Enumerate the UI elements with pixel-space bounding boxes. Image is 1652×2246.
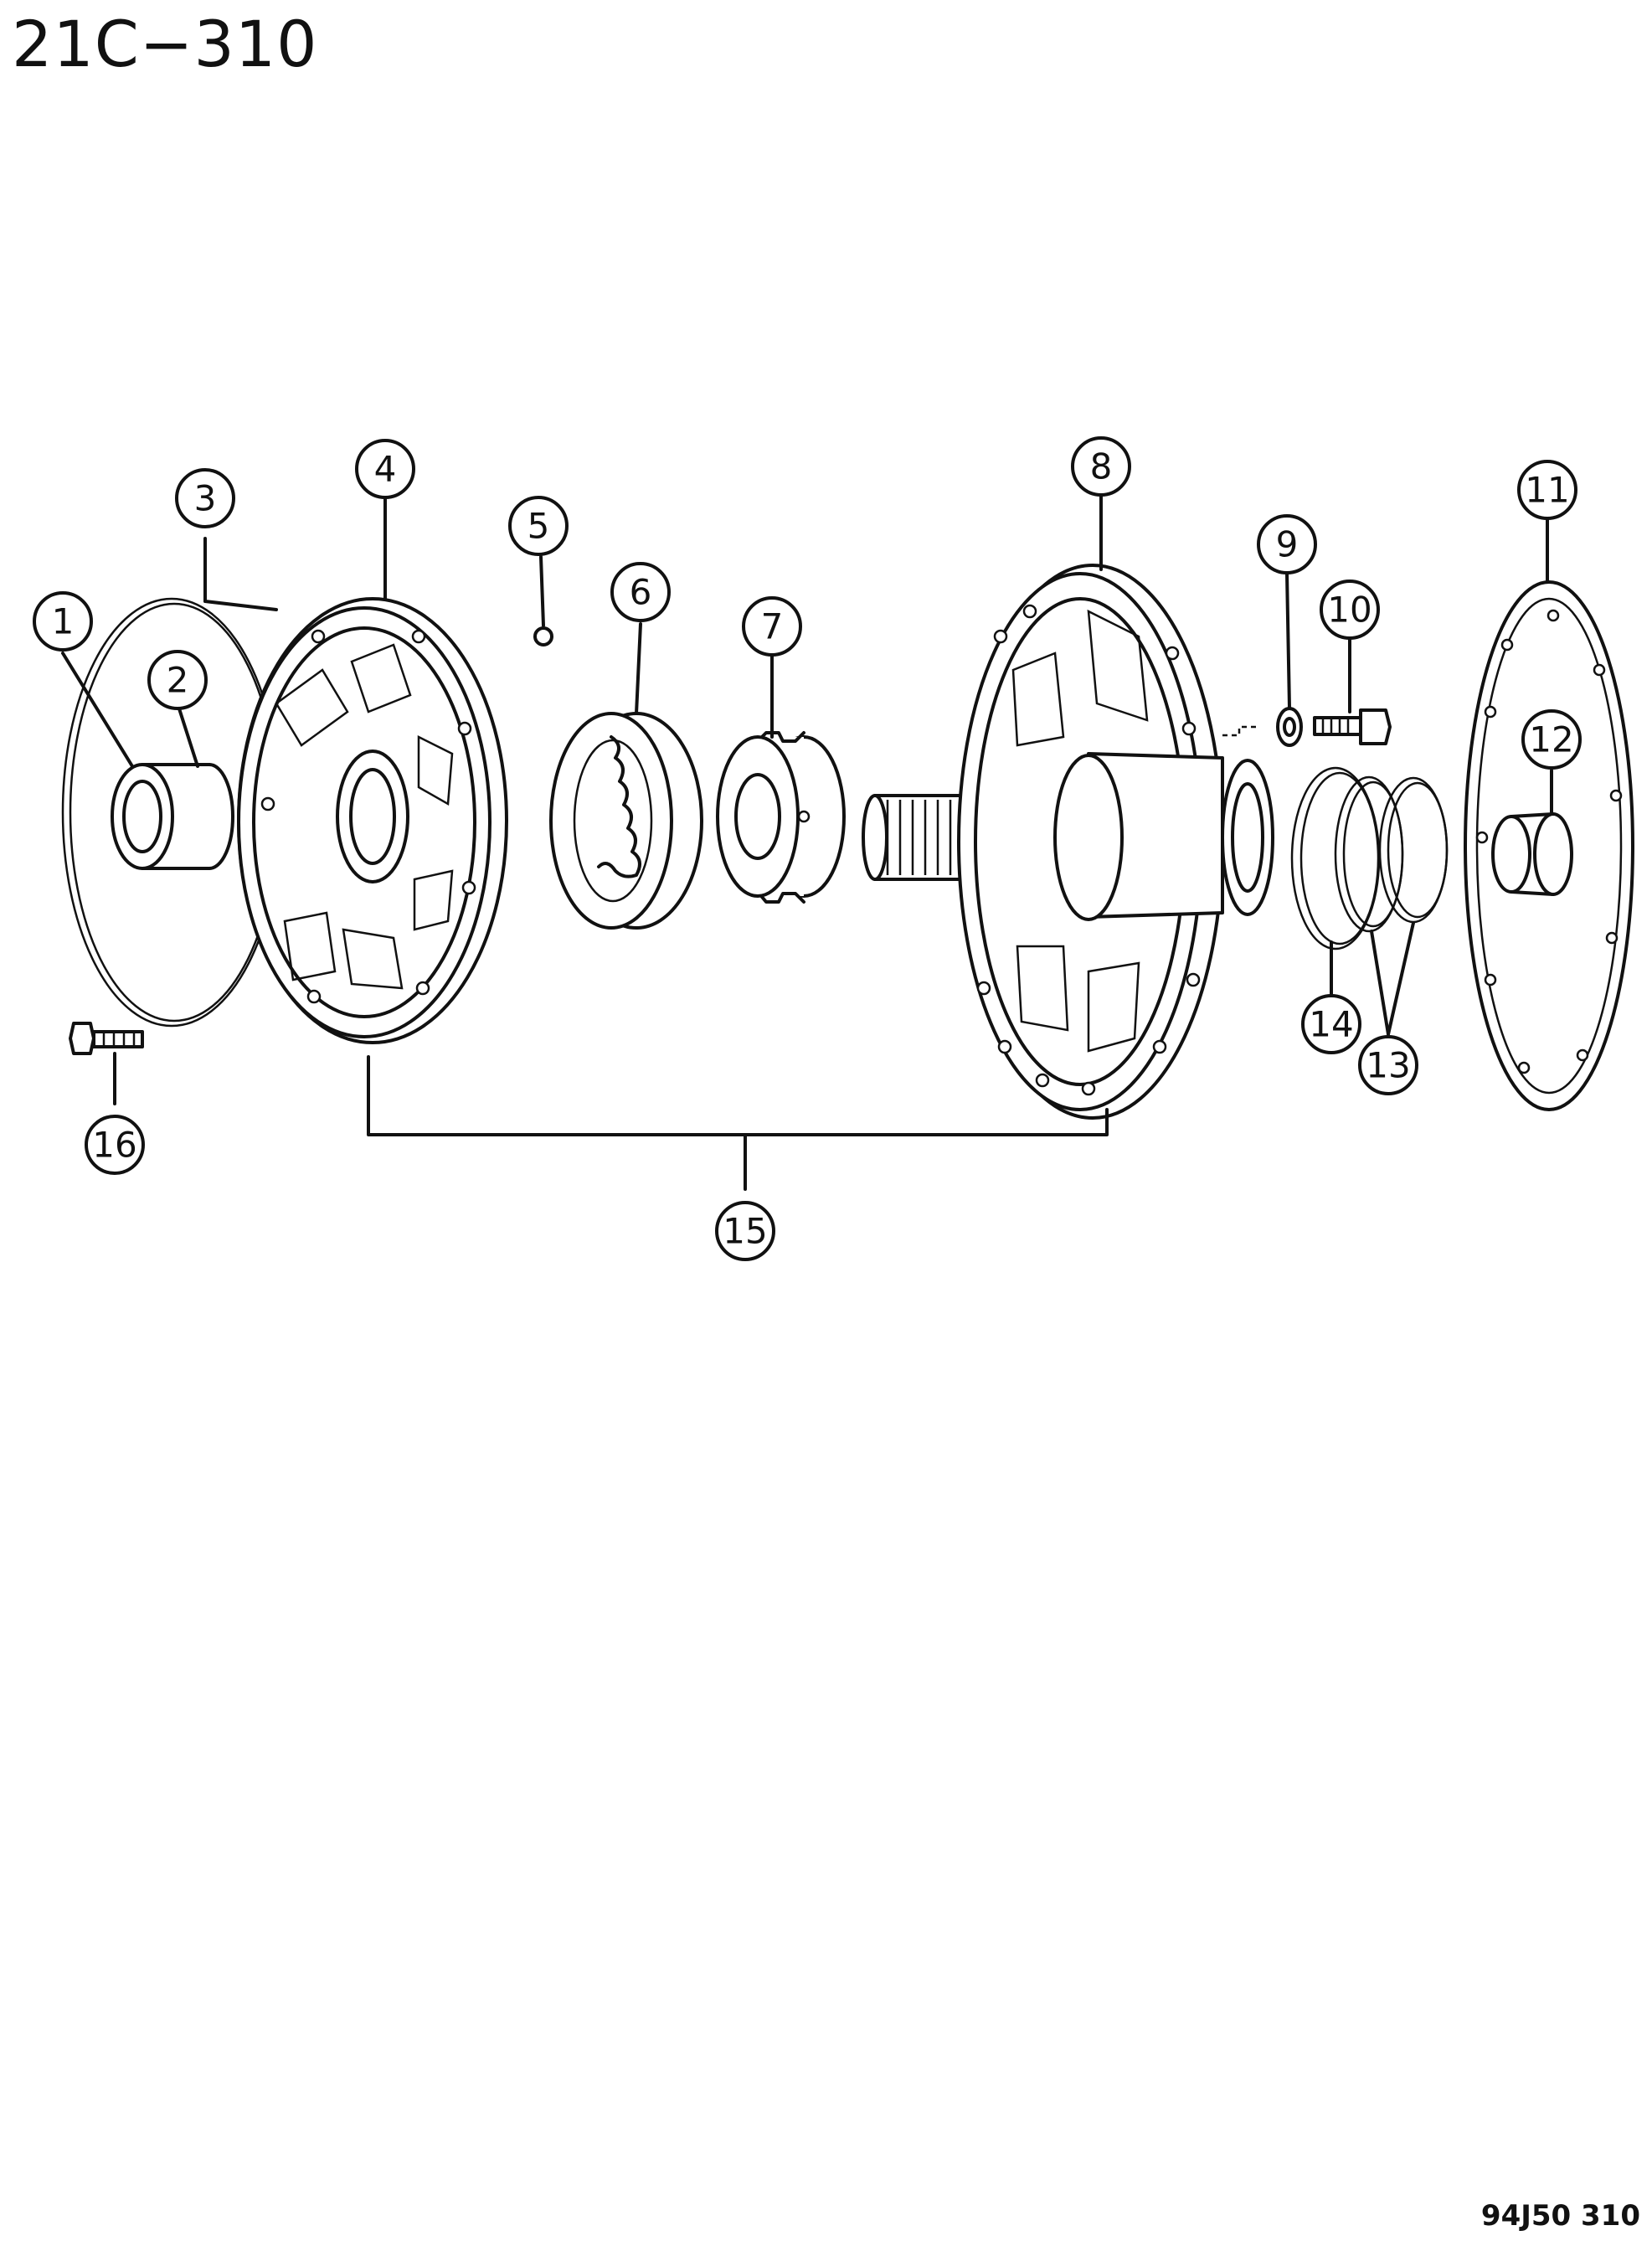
svg-text:11: 11: [1525, 470, 1569, 511]
callout-16: 16: [85, 1115, 145, 1175]
part-4-pump-housing: [237, 597, 508, 1044]
callout-14: 14: [1301, 994, 1361, 1054]
svg-text:12: 12: [1529, 719, 1573, 760]
callout-10: 10: [1320, 580, 1380, 640]
part-9-washer: [1222, 707, 1303, 747]
part-1-2-seal-bushing: [111, 763, 234, 870]
callout-9: 9: [1257, 514, 1317, 574]
callout-11: 11: [1517, 460, 1577, 520]
svg-text:15: 15: [723, 1211, 767, 1252]
svg-text:5: 5: [528, 506, 550, 547]
callout-8: 8: [1071, 436, 1131, 497]
callout-6: 6: [610, 562, 671, 622]
svg-text:1: 1: [52, 601, 75, 642]
leader-lines: [61, 488, 1553, 1191]
svg-text:16: 16: [92, 1125, 136, 1166]
callouts: 1 2 3 4 5 6 7 8: [33, 436, 1582, 1261]
diagram-id: 21C−310: [12, 7, 318, 81]
part-13-seal-rings: [1334, 775, 1449, 933]
callout-3: 3: [175, 468, 235, 528]
svg-text:7: 7: [761, 606, 784, 647]
svg-text:6: 6: [630, 572, 652, 613]
svg-text:8: 8: [1090, 446, 1113, 487]
svg-text:14: 14: [1309, 1004, 1353, 1045]
part-5-check-ball: [533, 626, 553, 646]
callout-1: 1: [33, 591, 93, 652]
callout-7: 7: [742, 596, 802, 657]
callout-12: 12: [1521, 709, 1582, 770]
svg-text:4: 4: [374, 449, 397, 490]
svg-text:2: 2: [167, 660, 189, 701]
part-16-bolt: [69, 1022, 144, 1055]
svg-text:13: 13: [1366, 1045, 1410, 1086]
callout-13: 13: [1358, 1035, 1418, 1095]
part-6-outer-gear: [549, 712, 703, 930]
part-8-pump-body: [862, 564, 1274, 1120]
part-10-bolt: [1313, 708, 1392, 745]
part-7-inner-gear: [716, 731, 846, 904]
figure-code: 94J50 310: [1480, 2199, 1640, 2233]
svg-text:3: 3: [194, 478, 217, 519]
callout-5: 5: [508, 496, 569, 556]
svg-text:10: 10: [1327, 590, 1372, 631]
callout-2: 2: [147, 650, 208, 710]
svg-text:9: 9: [1276, 524, 1299, 565]
callout-4: 4: [355, 439, 415, 499]
callout-15: 15: [715, 1201, 775, 1261]
part-12-bushing: [1491, 812, 1573, 896]
